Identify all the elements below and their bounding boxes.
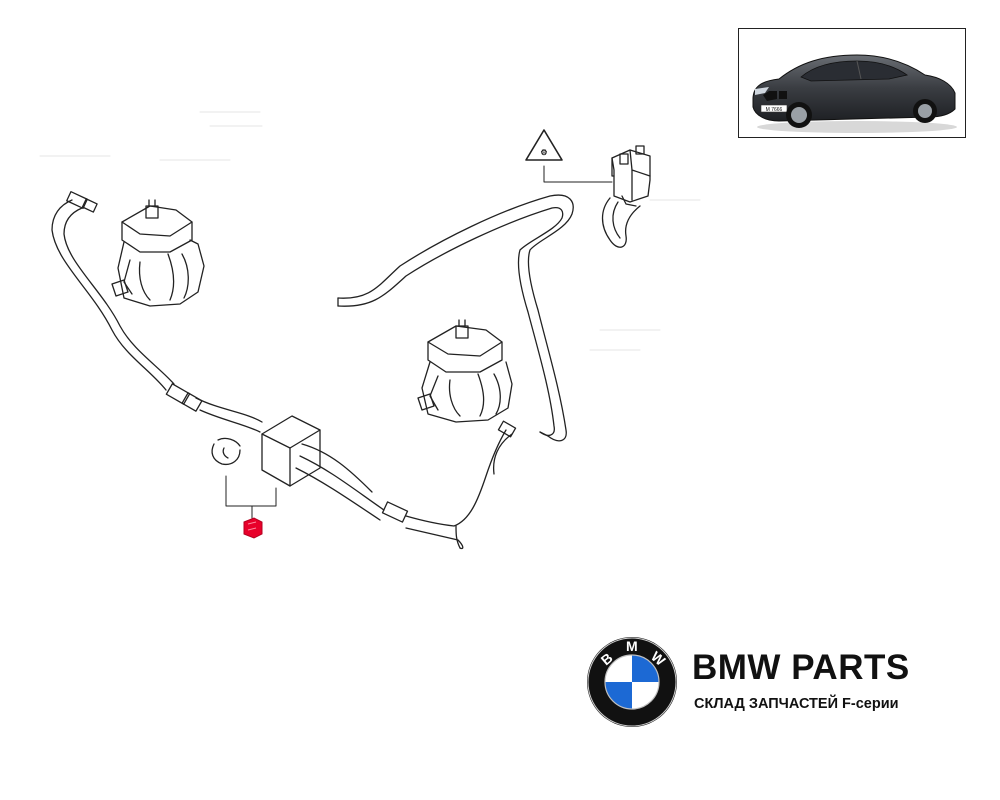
car-image: M 7666 bbox=[752, 54, 957, 133]
svg-text:M: M bbox=[626, 638, 638, 654]
left-hose bbox=[51, 199, 175, 391]
callout-bracket bbox=[225, 475, 277, 519]
vacuum-hose-main bbox=[337, 194, 574, 442]
warning-bracket bbox=[543, 165, 613, 183]
vehicle-thumbnail: M 7666 bbox=[738, 28, 966, 138]
svg-text:⚙: ⚙ bbox=[540, 148, 547, 157]
left-hose-fitting bbox=[66, 191, 98, 213]
junction-box bbox=[261, 415, 321, 487]
left-engine-mount bbox=[111, 199, 205, 307]
ghost-strokes bbox=[39, 111, 701, 351]
brand-subtitle: СКЛАД ЗАПЧАСТЕЙ F-серии bbox=[694, 696, 899, 712]
vacuum-hose-branch bbox=[601, 197, 641, 248]
right-connector bbox=[381, 429, 513, 550]
left-connector bbox=[165, 383, 203, 412]
brand-title: BMW PARTS bbox=[692, 648, 910, 687]
license-plate-text: M 7666 bbox=[766, 107, 783, 113]
warning-icon: ⚙ bbox=[525, 129, 563, 161]
solenoid-valve bbox=[611, 145, 651, 207]
right-engine-mount bbox=[417, 319, 517, 438]
center-hoses bbox=[195, 397, 385, 521]
brand-block: B M W BMW PARTS СКЛАД ЗАПЧАСТЕЙ F-серии bbox=[586, 636, 986, 736]
hose-clip bbox=[211, 437, 241, 466]
bmw-logo-icon: B M W bbox=[587, 637, 677, 727]
highlighted-part[interactable] bbox=[243, 517, 263, 539]
